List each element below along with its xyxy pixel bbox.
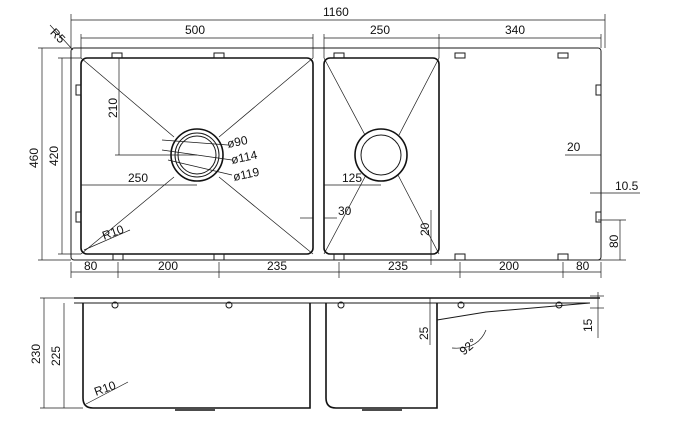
- dim-side-bowl-height: 225: [49, 346, 63, 366]
- dim-bowl-radius: R10: [100, 222, 126, 243]
- dim-outer-radius: R5: [47, 25, 68, 46]
- mounting-clips-top: [111, 52, 569, 59]
- dim-small-drain-offset: 125: [342, 171, 362, 185]
- dim-drainer-vertical: 20: [418, 222, 432, 236]
- dim-bowl-gap: 30: [338, 204, 352, 218]
- dim-bowl-depth: 420: [47, 146, 61, 166]
- dim-overall-depth: 460: [27, 148, 41, 168]
- dim-large-bowl-width: 500: [185, 23, 205, 37]
- dim-drain-dia-90: ø90: [226, 133, 249, 151]
- dim-drain-offset-x: 250: [128, 171, 148, 185]
- dim-drainer-width: 340: [505, 23, 525, 37]
- dim-side-radius: R10: [92, 378, 118, 399]
- dim-drain-dia-114: ø114: [230, 148, 259, 167]
- small-bowl: [323, 57, 440, 255]
- side-clips: [111, 301, 563, 309]
- dim-side-drainer-angle: 92°: [457, 336, 480, 359]
- large-bowl: [80, 57, 314, 255]
- small-drain-inner: [360, 134, 402, 176]
- mounting-clips-side: [75, 84, 602, 223]
- dim-drain-dia-119: ø119: [232, 165, 261, 184]
- dim-bottom-1: 80: [84, 259, 98, 273]
- dim-bottom-2: 200: [158, 259, 178, 273]
- side-small-bowl: [325, 303, 438, 409]
- dim-side-drainer-thickness: 15: [581, 318, 595, 332]
- mounting-clips-bottom: [112, 253, 569, 261]
- small-drain-outer: [354, 128, 408, 182]
- dim-drainer-side: 10.5: [615, 179, 639, 193]
- dim-drain-offset-y: 210: [106, 98, 120, 118]
- dim-bottom-6: 80: [576, 259, 590, 273]
- side-view: 230 225 R10 25 92° 15: [29, 292, 604, 411]
- dim-drainer-height: 80: [607, 234, 621, 248]
- dim-bottom-3: 235: [267, 259, 287, 273]
- side-drainer: [436, 302, 591, 321]
- top-view: 1160 R5 500 250 340 460 420 210 250: [27, 5, 640, 278]
- side-large-bowl: [82, 303, 311, 409]
- dim-drainer-edge: 20: [567, 140, 581, 154]
- dim-bottom-5: 200: [499, 259, 519, 273]
- dim-side-overall-height: 230: [29, 344, 43, 364]
- dim-bottom-4: 235: [388, 259, 408, 273]
- dim-overall-width: 1160: [323, 5, 349, 19]
- dim-small-bowl-width: 250: [370, 23, 390, 37]
- dim-side-drainer-drop: 25: [417, 326, 431, 340]
